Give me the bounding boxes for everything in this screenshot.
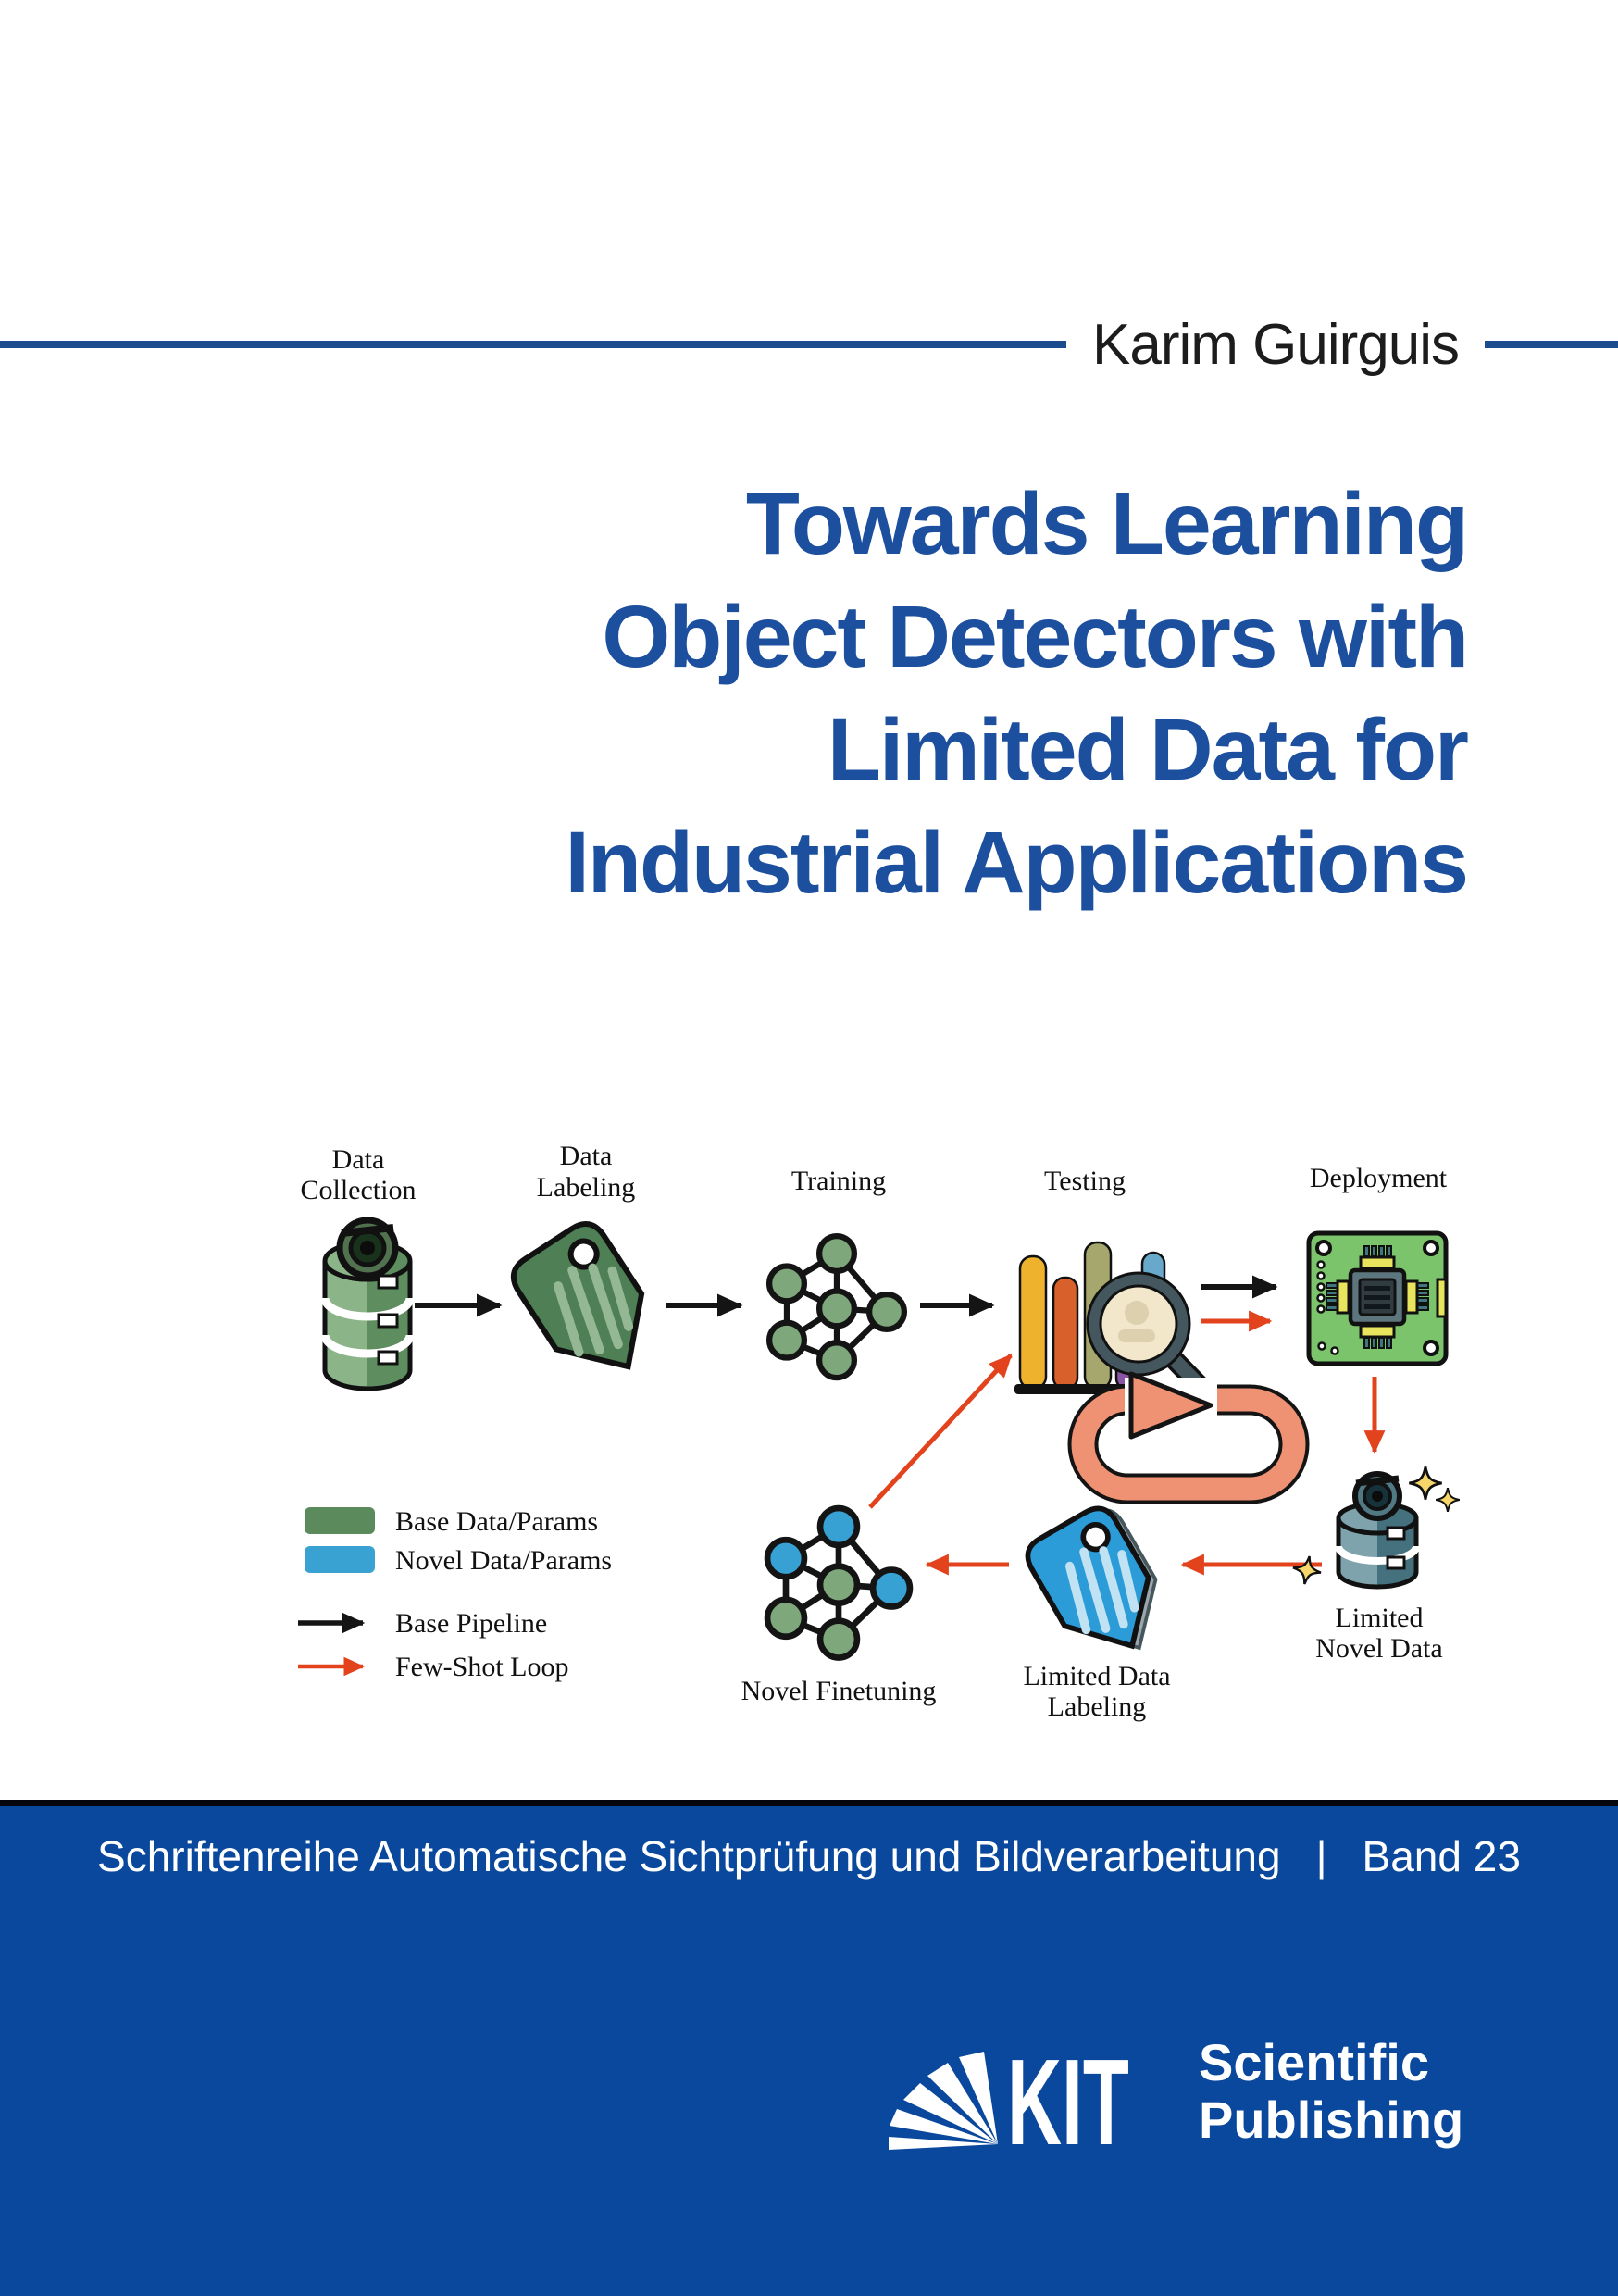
neural-network-novel-icon bbox=[764, 1504, 914, 1661]
sparkle-icon bbox=[1409, 1466, 1442, 1500]
legend: Base Data/Params Novel Data/Params Base … bbox=[298, 1506, 612, 1682]
sparkle-icons bbox=[1292, 1466, 1460, 1585]
author-name: Karim Guirguis bbox=[1092, 312, 1460, 377]
stage-label-testing: Testing bbox=[1044, 1166, 1126, 1196]
camera-lens-icon bbox=[1352, 1471, 1402, 1521]
tag-blue-icon bbox=[1025, 1505, 1158, 1651]
database-teal-icon bbox=[1335, 1471, 1420, 1590]
label-limited-novel-data: Limited bbox=[1336, 1603, 1424, 1633]
author-rule-right bbox=[1485, 341, 1618, 348]
series-divider: | bbox=[1315, 1832, 1327, 1880]
stage-labels: Data Collection Data Labeling Training T… bbox=[301, 1141, 1448, 1205]
magnifier-icon bbox=[1086, 1271, 1220, 1406]
title-line: Industrial Applications bbox=[565, 814, 1469, 912]
neural-network-green-icon bbox=[765, 1232, 908, 1381]
author-row: Karim Guirguis bbox=[0, 306, 1618, 383]
stage-label-deployment: Deployment bbox=[1310, 1163, 1448, 1193]
database-green-icon bbox=[320, 1217, 415, 1391]
svg-text:Collection: Collection bbox=[301, 1175, 417, 1205]
sparkle-icon bbox=[1436, 1488, 1460, 1512]
svg-text:Labeling: Labeling bbox=[1048, 1691, 1147, 1722]
series-volume: Band 23 bbox=[1362, 1832, 1521, 1880]
publisher-name-line1: Scientific bbox=[1199, 2035, 1429, 2091]
footer-band: Schriftenreihe Automatische Sichtprüfung… bbox=[0, 1806, 1618, 2296]
author-rule-left bbox=[0, 341, 1066, 348]
loop-arrow-icon bbox=[1067, 1371, 1310, 1504]
legend-swatch-novel bbox=[305, 1546, 375, 1573]
stage-label-data-labeling: Data bbox=[560, 1141, 613, 1171]
title-line: Limited Data for bbox=[827, 701, 1469, 799]
title-line: Towards Learning bbox=[745, 475, 1469, 573]
kit-fan-icon bbox=[889, 2052, 998, 2150]
title-line: Object Detectors with bbox=[602, 588, 1469, 686]
legend-label-fewshot-loop: Few-Shot Loop bbox=[395, 1652, 569, 1682]
legend-label-base-pipeline: Base Pipeline bbox=[395, 1608, 547, 1639]
series-title: Schriftenreihe Automatische Sichtprüfung… bbox=[97, 1832, 1281, 1880]
loop-stage-labels: Novel Finetuning Limited Data Labeling L… bbox=[741, 1603, 1443, 1722]
camera-lens-icon bbox=[336, 1217, 399, 1279]
legend-swatch-base bbox=[305, 1507, 375, 1534]
kit-publisher-logo: KIT Scientific Publishing bbox=[889, 2035, 1463, 2155]
legend-label-base-data: Base Data/Params bbox=[395, 1506, 598, 1537]
label-novel-finetuning: Novel Finetuning bbox=[741, 1676, 937, 1706]
base-pipeline-arrows bbox=[415, 1275, 1278, 1317]
svg-text:Labeling: Labeling bbox=[537, 1172, 636, 1203]
circuit-board-icon bbox=[1306, 1230, 1449, 1366]
series-line: Schriftenreihe Automatische Sichtprüfung… bbox=[0, 1831, 1618, 1881]
svg-text:Novel Data: Novel Data bbox=[1315, 1633, 1442, 1664]
few-shot-arrows bbox=[868, 1310, 1386, 1576]
kit-abbrev: KIT bbox=[1007, 2035, 1129, 2155]
book-title: Towards Learning Object Detectors with L… bbox=[565, 468, 1469, 919]
pipeline-diagram: Data Collection Data Labeling Training T… bbox=[298, 1141, 1460, 1722]
legend-label-novel-data: Novel Data/Params bbox=[395, 1545, 612, 1576]
label-limited-data-labeling: Limited Data bbox=[1023, 1661, 1170, 1691]
tag-green-icon bbox=[510, 1221, 645, 1370]
barchart-magnifier-icon bbox=[1014, 1241, 1220, 1406]
footer-black-rule bbox=[0, 1800, 1618, 1806]
publisher-name-line2: Publishing bbox=[1199, 2090, 1463, 2149]
sparkle-icon bbox=[1292, 1555, 1322, 1585]
arrow-finetuning-to-testing bbox=[868, 1354, 1013, 1509]
stage-label-training: Training bbox=[791, 1166, 886, 1196]
stage-label-data-collection: Data bbox=[332, 1144, 385, 1175]
